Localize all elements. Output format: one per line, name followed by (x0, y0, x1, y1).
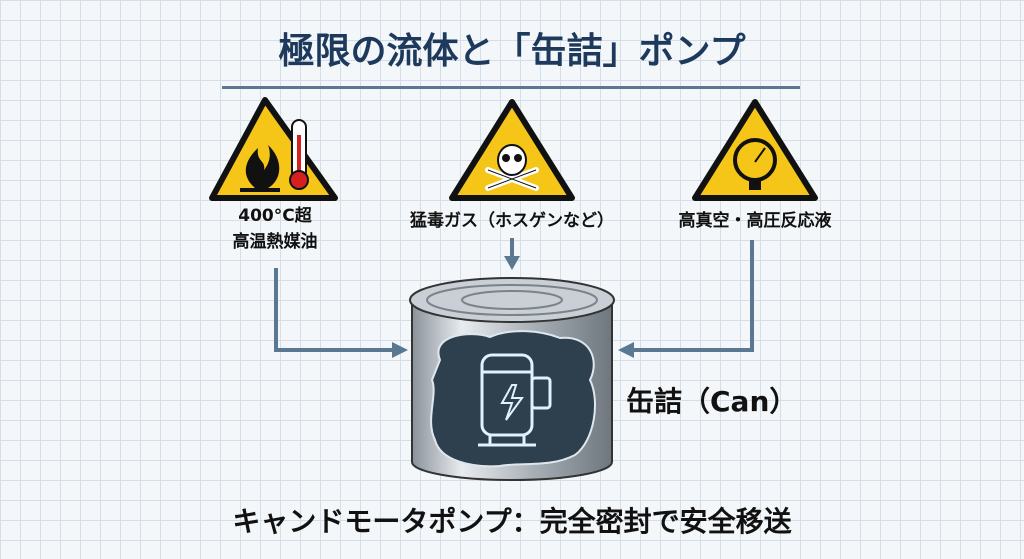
motor-icon (478, 353, 552, 447)
arrow-right-to-can (632, 240, 754, 352)
skull-crossbones-warning-icon (449, 99, 575, 201)
arrowhead-top (504, 256, 520, 270)
page-title: 極限の流体と「缶詰」ポンプ (278, 31, 746, 72)
fire-thermometer-warning-icon (209, 97, 338, 201)
can-label: 缶詰（Can） (626, 385, 798, 418)
arrowhead-left (392, 342, 408, 358)
arrow-left-to-can (274, 268, 392, 352)
arrowhead-right (618, 342, 634, 358)
hazard-label-line: 高温熱媒油 (232, 232, 318, 252)
can-illustration (409, 277, 615, 481)
hazard-label-toxic-gas: 猛毒ガス（ホスゲンなど） (410, 211, 614, 231)
hazard-label-line: 400°C超 (238, 206, 312, 226)
hazard-label-high-temp: 400°C超 高温熱媒油 (195, 203, 355, 255)
hazard-label-pressure: 高真空・高圧反応液 (678, 211, 832, 231)
footer-caption: キャンドモータポンプ：完全密封で安全移送 (232, 505, 792, 538)
pressure-gauge-warning-icon (692, 99, 818, 201)
title-underline (222, 86, 800, 89)
